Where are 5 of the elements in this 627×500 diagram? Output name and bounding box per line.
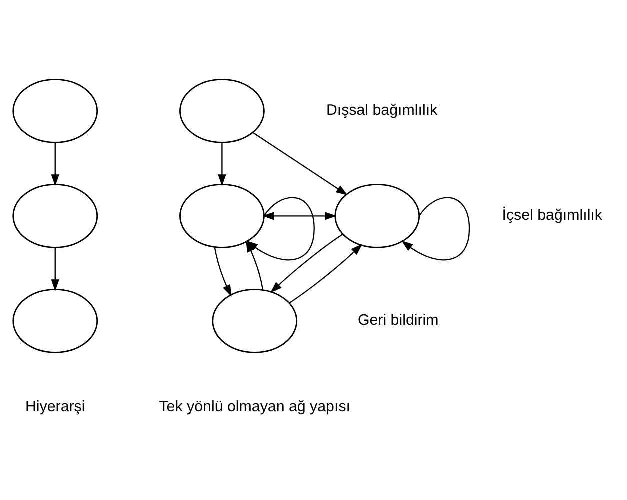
label: Hiyerarşi [25, 398, 86, 416]
label: Tek yönlü olmayan ağ yapısı [159, 398, 350, 416]
label: Dışsal bağımlılık [326, 102, 438, 120]
label: İçsel bağımlılık [502, 207, 602, 224]
label: Geri bildirim [358, 312, 439, 330]
